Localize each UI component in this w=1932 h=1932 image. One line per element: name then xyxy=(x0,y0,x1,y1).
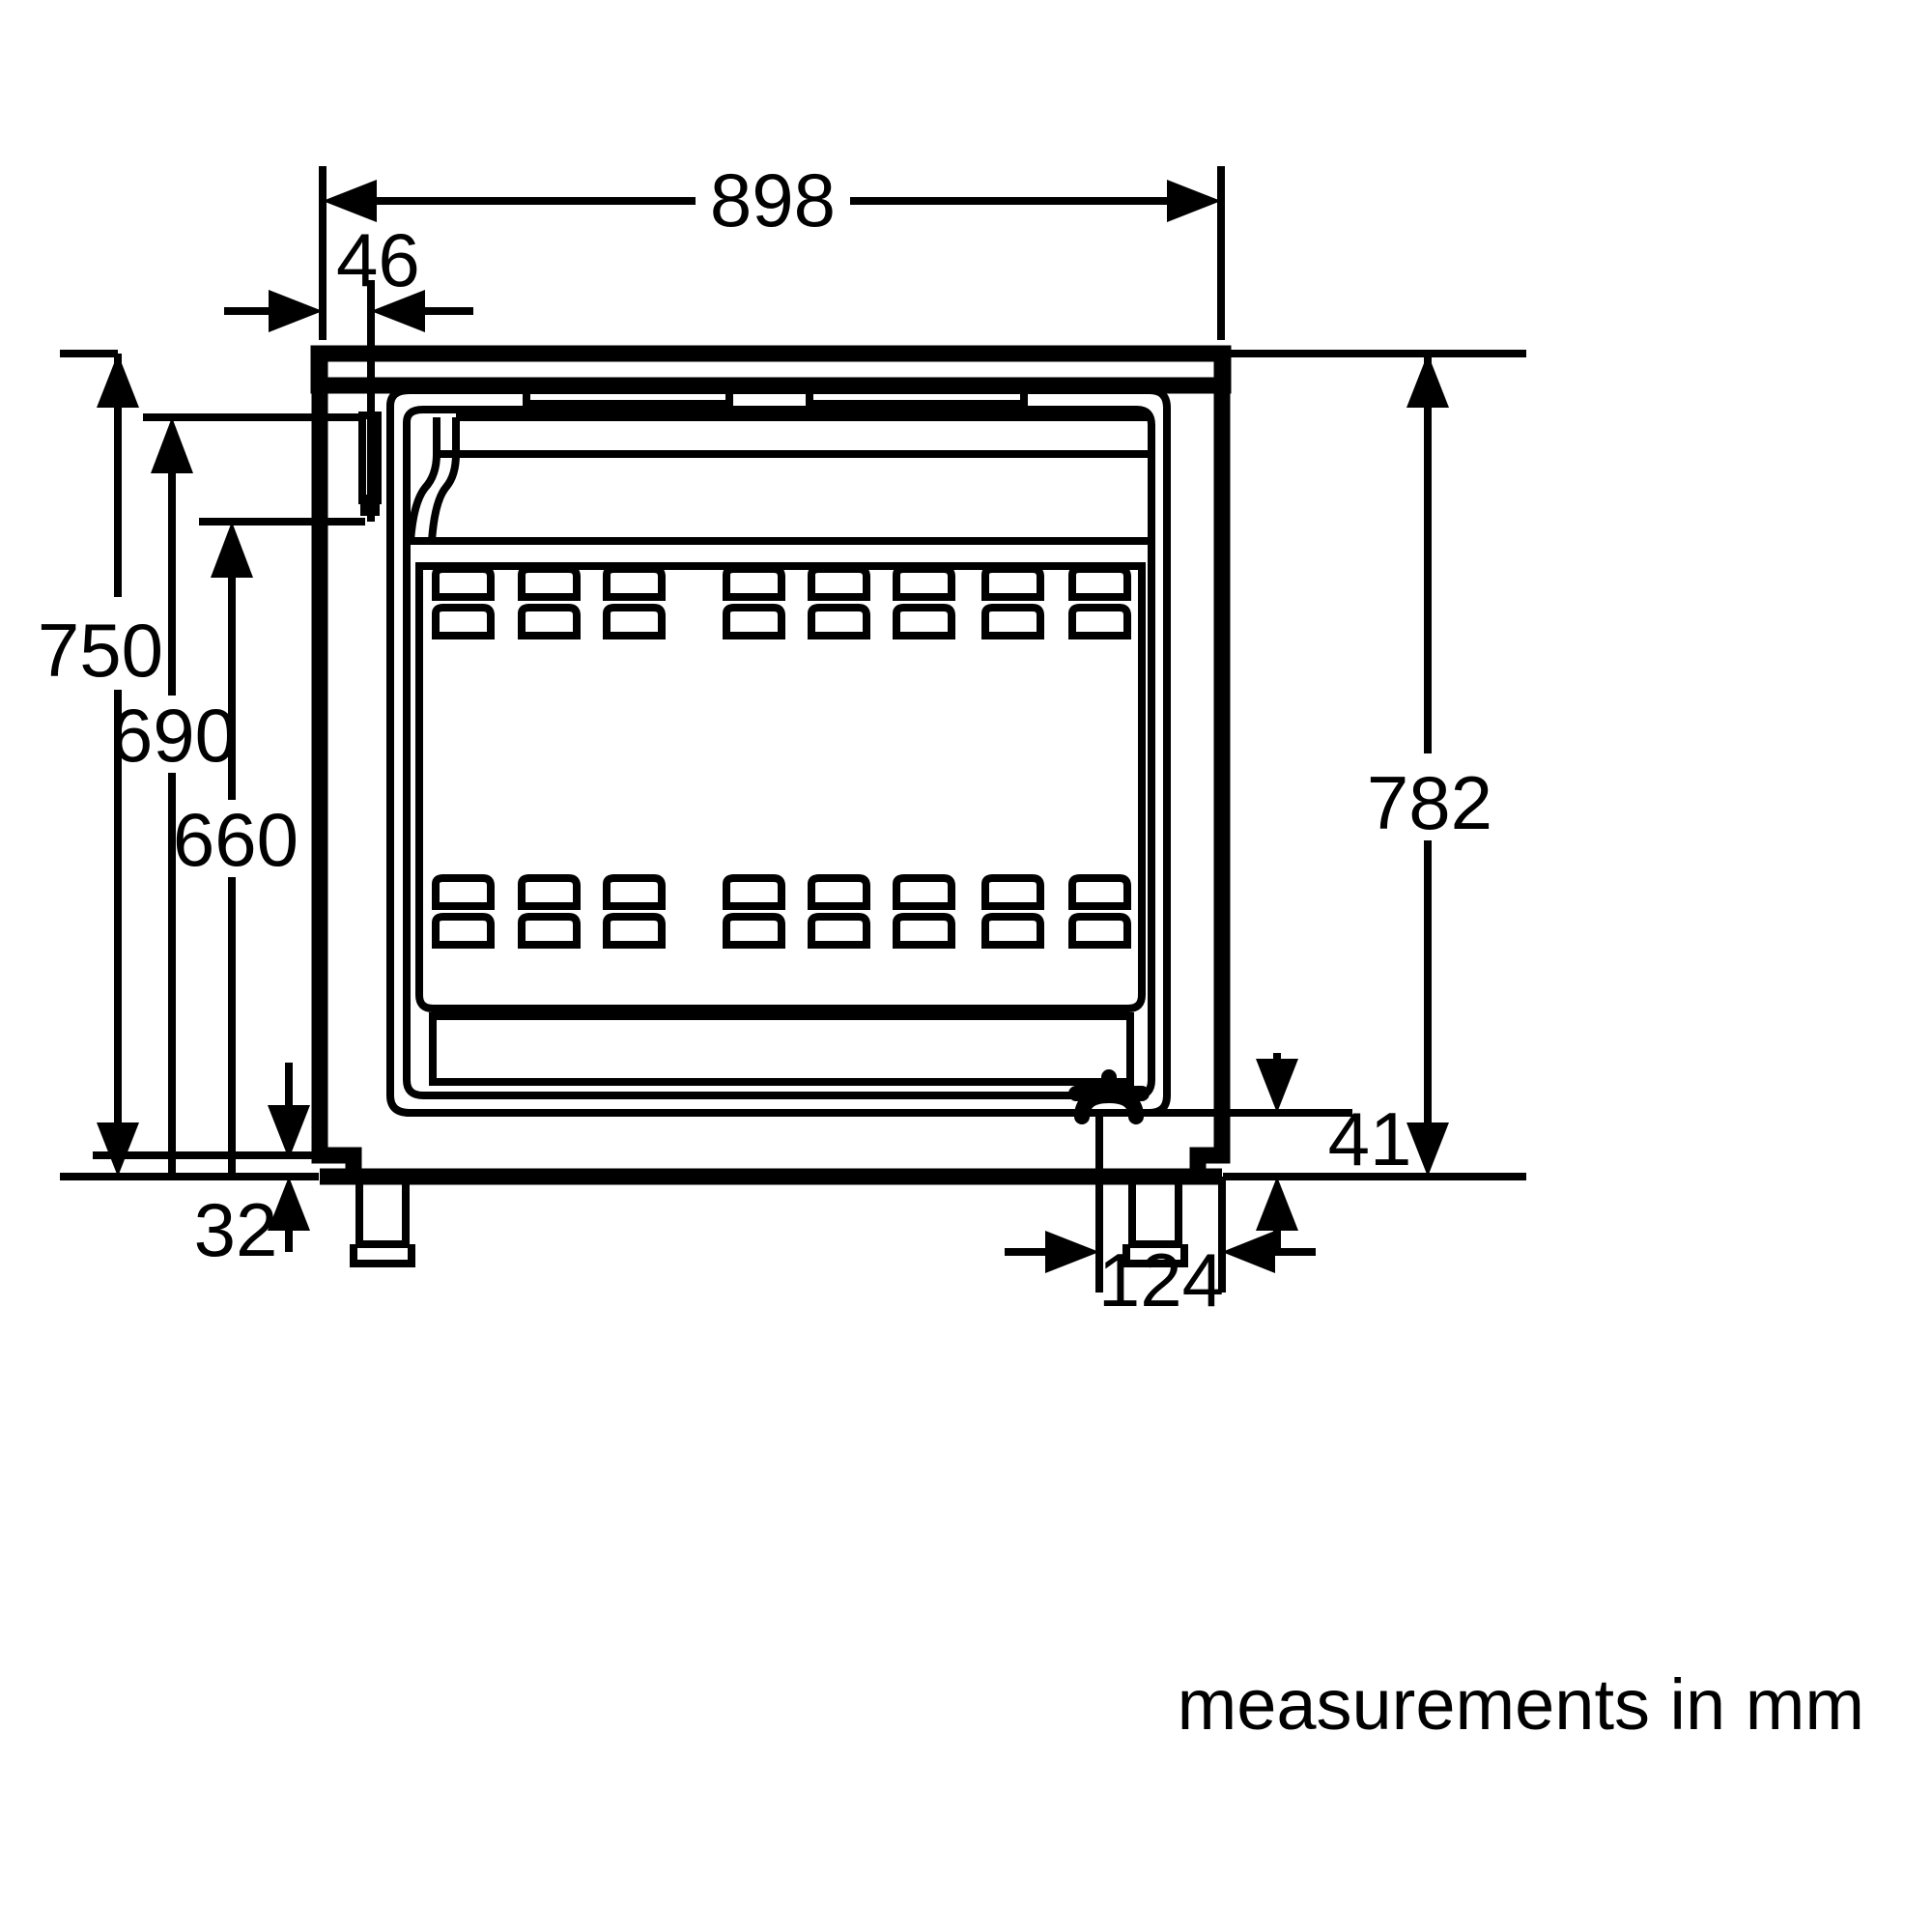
grate-segment-row4 xyxy=(432,913,1131,949)
dimension-782: 782 xyxy=(1223,350,1526,1180)
appliance-outline xyxy=(310,345,1232,1185)
grate-segment-row3 xyxy=(432,874,1131,910)
control-panel xyxy=(523,385,1028,408)
upper-grate xyxy=(432,565,1131,639)
door-handle xyxy=(407,413,1151,570)
dimension-label-124: 124 xyxy=(1098,1237,1224,1322)
dimension-690: 690 xyxy=(111,417,237,1180)
oven-door-glass xyxy=(415,562,1146,1086)
dimension-label-660: 660 xyxy=(173,797,298,882)
oven-door xyxy=(386,386,1171,1117)
dimension-46: 46 xyxy=(224,217,473,522)
right-foot xyxy=(1122,1177,1188,1267)
dimension-label-782: 782 xyxy=(1367,760,1492,845)
grate-segment-row2 xyxy=(432,604,1131,639)
extension-lines-handle xyxy=(143,413,365,526)
dimension-660: 660 xyxy=(173,522,298,1180)
dimension-label-690: 690 xyxy=(111,693,237,778)
gas-valve-symbol xyxy=(1068,1069,1150,1124)
dimension-32: 32 xyxy=(93,1063,319,1272)
lower-grate xyxy=(432,874,1131,949)
dimension-750: 750 xyxy=(38,350,319,1180)
left-foot xyxy=(350,1177,415,1267)
worktop-slab xyxy=(310,345,1232,394)
dimension-41: 41 xyxy=(1150,1053,1411,1256)
units-caption: measurements in mm xyxy=(1178,1664,1864,1745)
grate-segment-row1 xyxy=(432,565,1131,601)
dimension-label-750: 750 xyxy=(38,608,163,693)
dimension-label-46: 46 xyxy=(336,217,420,302)
dimension-label-41: 41 xyxy=(1328,1096,1412,1181)
dimension-124: 124 xyxy=(1005,1113,1316,1322)
body-right-wall xyxy=(1189,354,1231,1185)
body-left-wall xyxy=(311,354,362,1185)
dimension-label-898: 898 xyxy=(710,157,836,242)
dimension-898: 898 xyxy=(319,157,1225,340)
dimension-label-32: 32 xyxy=(194,1187,278,1272)
